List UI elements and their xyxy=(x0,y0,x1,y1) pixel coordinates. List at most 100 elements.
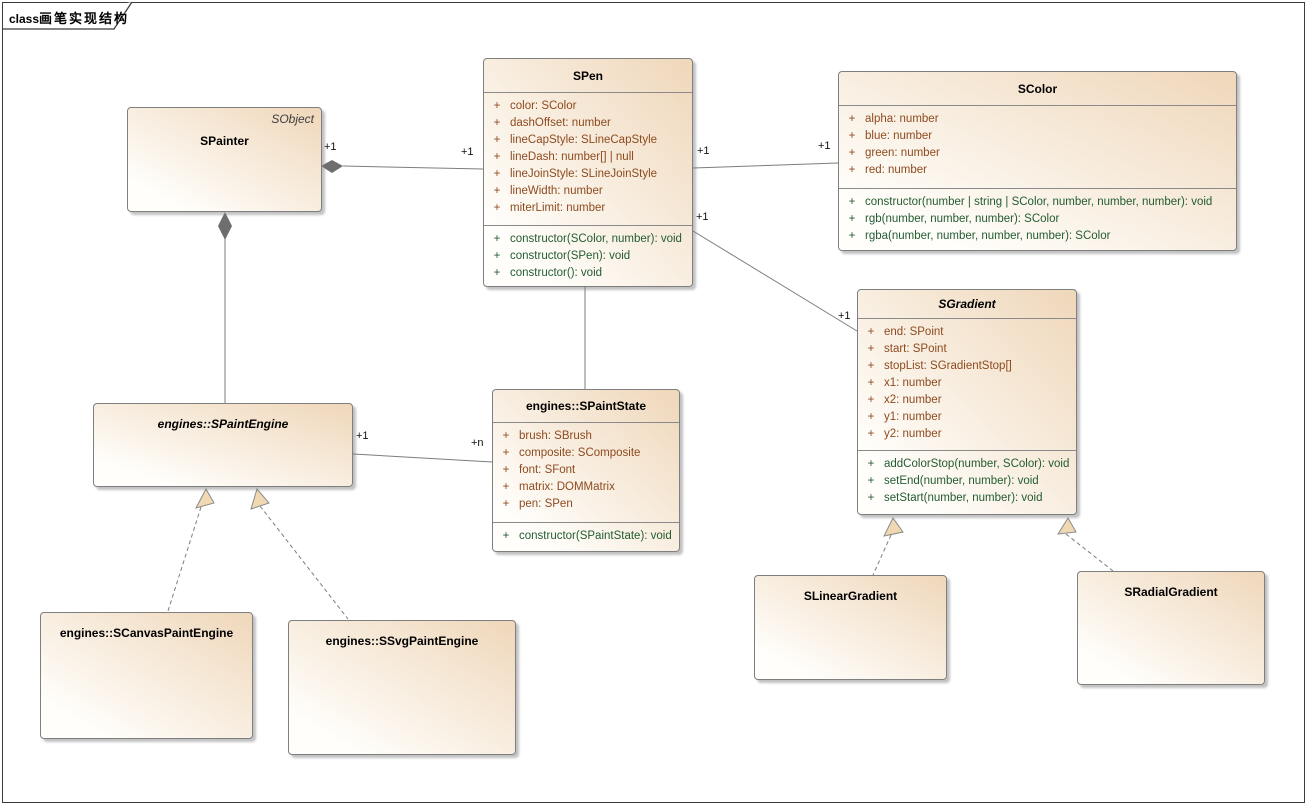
generalization-arrow-icon xyxy=(250,487,270,510)
generalization-arrow-icon xyxy=(195,487,215,509)
multiplicity-label: +1 xyxy=(324,141,337,153)
attribute-text: red: number xyxy=(865,164,928,176)
diagram-title: 画笔实现结构 xyxy=(39,11,130,26)
connector-slinear-sgradient[interactable] xyxy=(872,517,904,576)
attribute-row: + lineDash: number[] | null xyxy=(484,149,692,166)
connector-sradial-sgradient[interactable] xyxy=(1057,517,1114,572)
method-row: +constructor(): void xyxy=(484,265,692,282)
connector-spen-sgradient[interactable] xyxy=(692,230,858,332)
class-title-compartment: SGradient xyxy=(858,290,1076,319)
method-row: + constructor(number | string | SColor, n… xyxy=(839,194,1236,211)
class-spen[interactable]: SPen +color: SColor +dashOffset: number … xyxy=(483,58,693,287)
attributes-compartment: +brush: SBrush +composite: SComposite +f… xyxy=(493,423,679,523)
class-title: SRadialGradient xyxy=(1124,585,1218,599)
attribute-row: + x2: number xyxy=(858,392,1076,409)
class-slineargradient[interactable]: SLinearGradient xyxy=(754,575,947,680)
attribute-text: matrix: DOMMatrix xyxy=(519,481,615,493)
connector-spainter-spen[interactable] xyxy=(321,160,484,173)
method-row: + constructor(SPaintState): void xyxy=(493,528,679,545)
visibility-marker: + xyxy=(493,151,501,163)
visibility-marker: + xyxy=(848,130,856,142)
class-scolor[interactable]: SColor +alpha: number +blue: number +gre… xyxy=(838,71,1237,251)
attribute-text: end: SPoint xyxy=(884,326,944,338)
visibility-marker: + xyxy=(867,475,875,487)
generalization-arrow-icon xyxy=(1057,517,1077,535)
visibility-marker: + xyxy=(493,250,501,262)
visibility-marker: + xyxy=(867,377,875,389)
class-title: engines::SSvgPaintEngine xyxy=(325,634,479,648)
connector-ssvg-spaintengine[interactable] xyxy=(250,487,349,620)
visibility-marker: + xyxy=(502,430,510,442)
class-sgradient[interactable]: SGradient +end: SPoint +start: SPoint +s… xyxy=(857,289,1077,515)
attribute-row: +blue: number xyxy=(839,128,1236,145)
attributes-compartment: +color: SColor +dashOffset: number +line… xyxy=(484,93,692,226)
visibility-marker: + xyxy=(493,117,501,129)
class-title-compartment: SPen xyxy=(484,59,692,93)
attribute-text: x1: number xyxy=(884,377,942,389)
visibility-marker: + xyxy=(867,394,875,406)
connector-scanvas-spaintengine[interactable] xyxy=(167,487,215,612)
attribute-text: y1: number xyxy=(884,411,942,423)
method-text: constructor(number | string | SColor, nu… xyxy=(865,196,1213,208)
diagram-type-keyword: class xyxy=(9,12,40,26)
attribute-text: x2: number xyxy=(884,394,942,406)
visibility-marker: + xyxy=(848,113,856,125)
method-text: constructor(SPen): void xyxy=(510,250,631,262)
attribute-text: color: SColor xyxy=(510,100,577,112)
attribute-row: +lineJoinStyle: SLineJoinStyle xyxy=(484,166,692,183)
class-title: SColor xyxy=(1017,81,1058,96)
attribute-text: lineCapStyle: SLineCapStyle xyxy=(510,134,658,146)
visibility-marker: + xyxy=(493,185,501,197)
multiplicity-label: +1 xyxy=(461,146,474,158)
attribute-text: start: SPoint xyxy=(884,343,947,355)
visibility-marker: + xyxy=(867,492,875,504)
class-stereotype: SObject xyxy=(271,112,314,126)
diagram-tab-label: class画笔实现结构 xyxy=(9,8,129,27)
class-ssvgpaintengine[interactable]: engines::SSvgPaintEngine xyxy=(288,620,516,755)
attribute-row: +matrix: DOMMatrix xyxy=(493,479,679,496)
connector-spaintengine-spaintstate[interactable] xyxy=(352,453,493,463)
attribute-text: brush: SBrush xyxy=(519,430,592,442)
methods-compartment: + constructor(SPaintState): void xyxy=(493,523,679,545)
class-spaintengine[interactable]: engines::SPaintEngine xyxy=(93,403,353,487)
class-sradialgradient[interactable]: SRadialGradient xyxy=(1077,571,1265,685)
visibility-marker: + xyxy=(502,530,510,542)
visibility-marker: + xyxy=(867,458,875,470)
attribute-text: composite: SComposite xyxy=(519,447,641,459)
visibility-marker: + xyxy=(848,196,856,208)
attribute-text: pen: SPen xyxy=(519,498,573,510)
method-row: + constructor(SPen): void xyxy=(484,248,692,265)
attribute-row: +alpha: number xyxy=(839,111,1236,128)
multiplicity-label: +1 xyxy=(356,430,369,442)
visibility-marker: + xyxy=(493,202,501,214)
connector-spen-scolor[interactable] xyxy=(692,162,839,169)
visibility-marker: + xyxy=(493,267,501,279)
multiplicity-label: +1 xyxy=(697,145,710,157)
visibility-marker: + xyxy=(867,428,875,440)
attribute-row: + dashOffset: number xyxy=(484,115,692,132)
attribute-text: stopList: SGradientStop[] xyxy=(884,360,1012,372)
method-text: constructor(SPaintState): void xyxy=(519,530,672,542)
methods-compartment: +constructor(SColor, number): void +cons… xyxy=(484,226,692,282)
method-text: setStart(number, number): void xyxy=(884,492,1043,504)
attribute-row: + brush: SBrush xyxy=(493,428,679,445)
class-spaintstate[interactable]: engines::SPaintState +brush: SBrush +com… xyxy=(492,389,680,552)
class-spainter[interactable]: SObject SPainter xyxy=(127,107,322,212)
class-title: SGradient xyxy=(938,297,996,311)
method-text: rgba(number, number, number, number): SC… xyxy=(865,230,1111,242)
attribute-row: +green: number xyxy=(839,145,1236,162)
method-text: addColorStop(number, SColor): void xyxy=(884,458,1070,470)
method-text: constructor(SColor, number): void xyxy=(510,233,682,245)
attribute-row: +lineWidth: number xyxy=(484,183,692,200)
class-title: SLinearGradient xyxy=(803,589,898,603)
visibility-marker: + xyxy=(502,498,510,510)
attribute-text: dashOffset: number xyxy=(510,117,611,129)
attribute-text: green: number xyxy=(865,147,940,159)
connector-spainter-spaintengine[interactable] xyxy=(218,212,232,403)
class-scanvaspaintengine[interactable]: engines::SCanvasPaintEngine xyxy=(40,612,253,739)
multiplicity-label: +n xyxy=(471,437,484,449)
visibility-marker: + xyxy=(848,164,856,176)
attribute-text: lineDash: number[] | null xyxy=(510,151,634,163)
attribute-row: +end: SPoint xyxy=(858,324,1076,341)
